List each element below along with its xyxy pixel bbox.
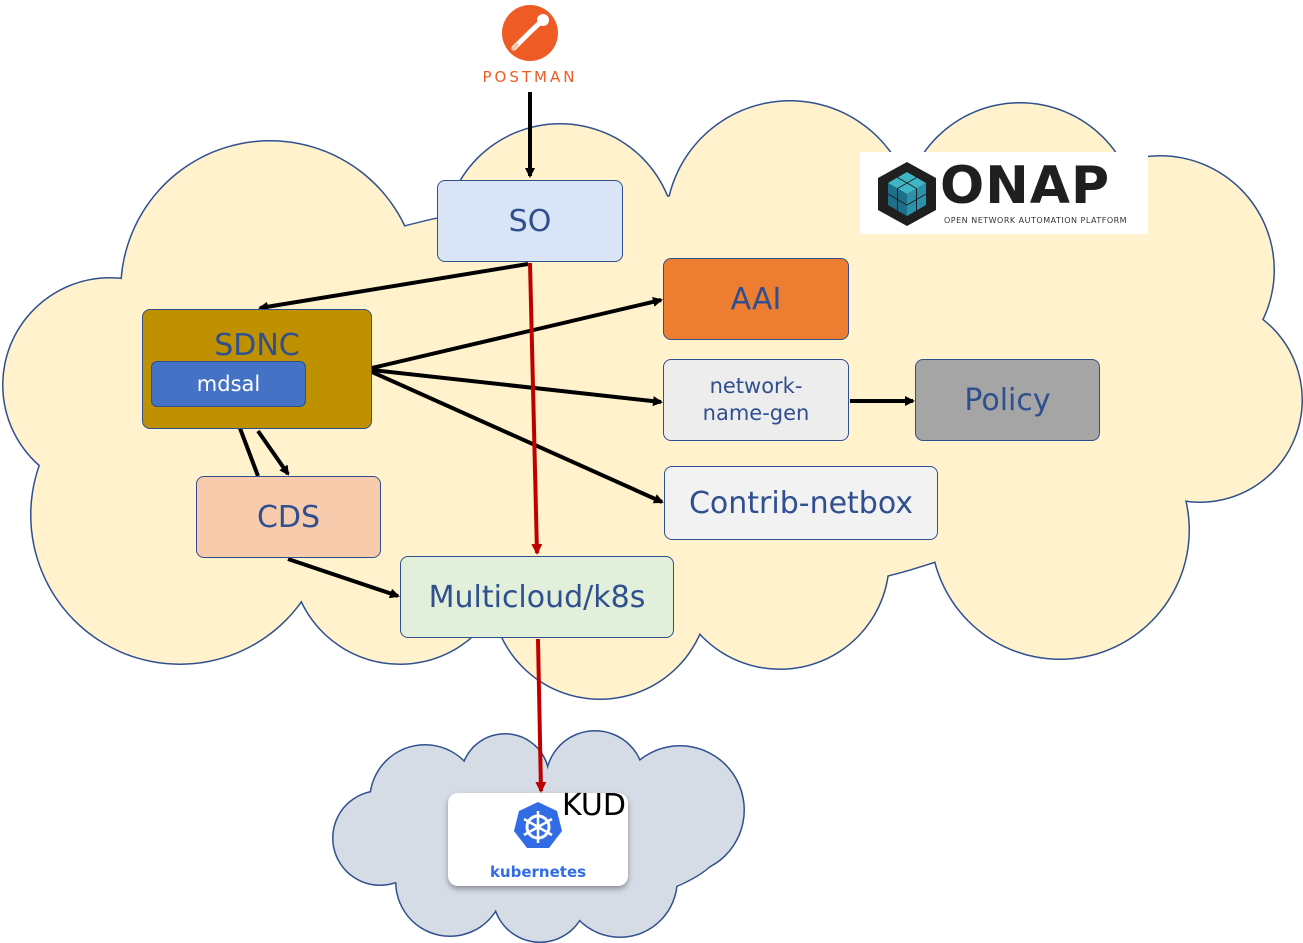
sdnc-label: SDNC: [214, 328, 300, 363]
arrow-so-to-sdnc: [258, 262, 529, 312]
arrow-sdnc-to-contrib-netbox: [371, 370, 664, 504]
onap-title: ONAP: [940, 156, 1111, 216]
arrow-multicloud-to-kud: [535, 638, 547, 793]
so-node[interactable]: SO: [437, 180, 623, 262]
network-name-gen-label-line2: name-gen: [702, 401, 810, 425]
cds-node[interactable]: CDS: [196, 476, 381, 558]
contrib-netbox-node[interactable]: Contrib-netbox: [664, 466, 938, 540]
deploy-arrows: [528, 262, 547, 793]
arrow-cds-to-multicloud: [287, 557, 400, 599]
kubernetes-label: kubernetes: [489, 863, 587, 881]
kubernetes-helm-icon: [514, 802, 562, 848]
network-name-gen-label-line1: network-: [709, 373, 803, 398]
kubernetes-card[interactable]: kubernetes: [448, 793, 628, 886]
mdsal-node[interactable]: mdsal: [151, 361, 306, 407]
policy-node[interactable]: Policy: [915, 359, 1100, 441]
arrow-so-to-multicloud: [528, 262, 543, 555]
aai-node[interactable]: AAI: [663, 258, 849, 340]
arrow-sdnc-to-aai: [371, 296, 663, 370]
onap-logo: ONAP OPEN NETWORK AUTOMATION PLATFORM: [860, 152, 1148, 234]
flow-arrows: [230, 92, 915, 599]
arrow-sdnc-to-network-name-gen: [371, 368, 663, 407]
onap-cube-icon: [878, 162, 936, 226]
network-name-gen-node[interactable]: network- name-gen: [663, 359, 849, 441]
kud-label: KUD: [562, 788, 626, 823]
postman-rocket-icon: [502, 5, 558, 61]
postman-label: POSTMAN: [482, 68, 578, 86]
multicloud-node[interactable]: Multicloud/k8s: [400, 556, 674, 638]
arrow-sdnc-to-cds: [256, 429, 290, 476]
onap-subtitle: OPEN NETWORK AUTOMATION PLATFORM: [944, 216, 1128, 225]
